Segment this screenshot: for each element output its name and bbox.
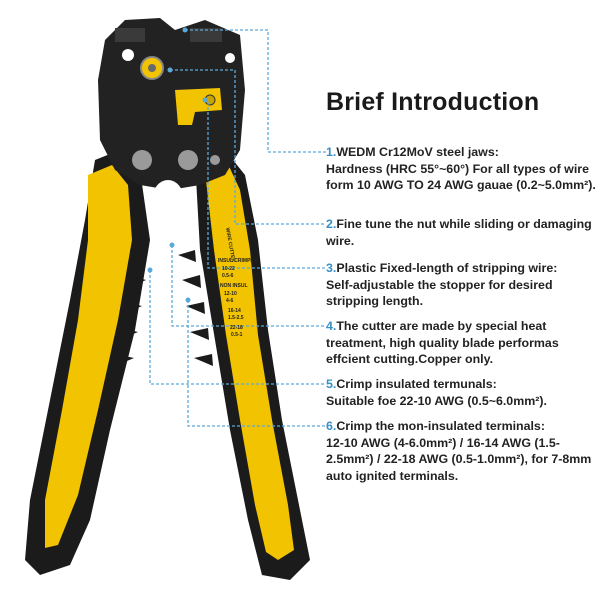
label-size-c: 16-14: [228, 308, 241, 314]
pivot-screw-right: [178, 150, 198, 170]
pivot-screw-left: [132, 150, 152, 170]
feature-number: 2.: [326, 217, 337, 231]
feature-title: Plastic Fixed-length of stripping wire:: [336, 261, 558, 275]
callout-dots: [147, 27, 208, 303]
label-insul-sizes-1: 10-22: [222, 266, 235, 272]
label-size-e: 22-18: [230, 325, 243, 331]
feature-item-5: 5.Crimp insulated termunals: Suitable fo…: [326, 376, 596, 409]
crimp-teeth-right: [178, 250, 213, 366]
feature-description: Hardness (HRC 55°~60°) For all types of …: [326, 161, 596, 193]
center-opening: [152, 180, 184, 220]
tool-head: [98, 18, 245, 190]
feature-description: 12-10 AWG (4-6.0mm²) / 16-14 AWG (1.5-2.…: [326, 435, 592, 483]
feature-item-1: 1.WEDM Cr12MoV steel jaws: Hardness (HRC…: [326, 144, 596, 194]
jaw-top-left: [115, 28, 145, 42]
feature-title: Fine tune the nut while sliding or damag…: [326, 217, 592, 248]
feature-title: WEDM Cr12MoV steel jaws:: [336, 145, 499, 159]
head-hole-left: [122, 49, 134, 61]
feature-number: 3.: [326, 261, 337, 275]
crimp-teeth-left: [115, 250, 148, 366]
label-insul-sizes-2: 0.5-6: [222, 273, 234, 279]
left-handle-grip: [45, 165, 132, 548]
label-size-a: 12-10: [224, 291, 237, 297]
label-size-b: 4-6: [226, 298, 233, 304]
feature-title: The cutter are made by special heat trea…: [326, 319, 559, 366]
feature-number: 4.: [326, 319, 337, 333]
feature-item-6: 6.Crimp the mon-insulated terminals: 12-…: [326, 418, 596, 484]
label-insul-crimper: INSUL CRIMPER: [218, 258, 258, 264]
feature-description: Suitable foe 22-10 AWG (0.5~6.0mm²).: [326, 393, 547, 408]
feature-title: Crimp insulated termunals:: [336, 377, 497, 391]
feature-item-2: 2.Fine tune the nut while sliding or dam…: [326, 216, 596, 249]
jaw-top-right: [190, 28, 222, 42]
feature-description: Self-adjustable the stopper for desired …: [326, 277, 553, 309]
feature-item-3: 3.Plastic Fixed-length of stripping wire…: [326, 260, 596, 310]
label-size-d: 1.5-2.5: [228, 315, 244, 321]
label-size-f: 0.5-1: [231, 332, 243, 338]
tuning-nut-center: [148, 64, 156, 72]
feature-item-4: 4.The cutter are made by special heat tr…: [326, 318, 596, 368]
pivot-screw-small: [210, 155, 220, 165]
label-non-insul: NON INSUL: [220, 283, 248, 289]
feature-title: Crimp the mon-insulated terminals:: [336, 419, 545, 433]
right-handle-grip: [205, 164, 294, 560]
page-title: Brief Introduction: [326, 88, 540, 116]
head-hole-right: [225, 53, 235, 63]
feature-number: 1.: [326, 145, 337, 159]
feature-number: 5.: [326, 377, 337, 391]
feature-number: 6.: [326, 419, 337, 433]
